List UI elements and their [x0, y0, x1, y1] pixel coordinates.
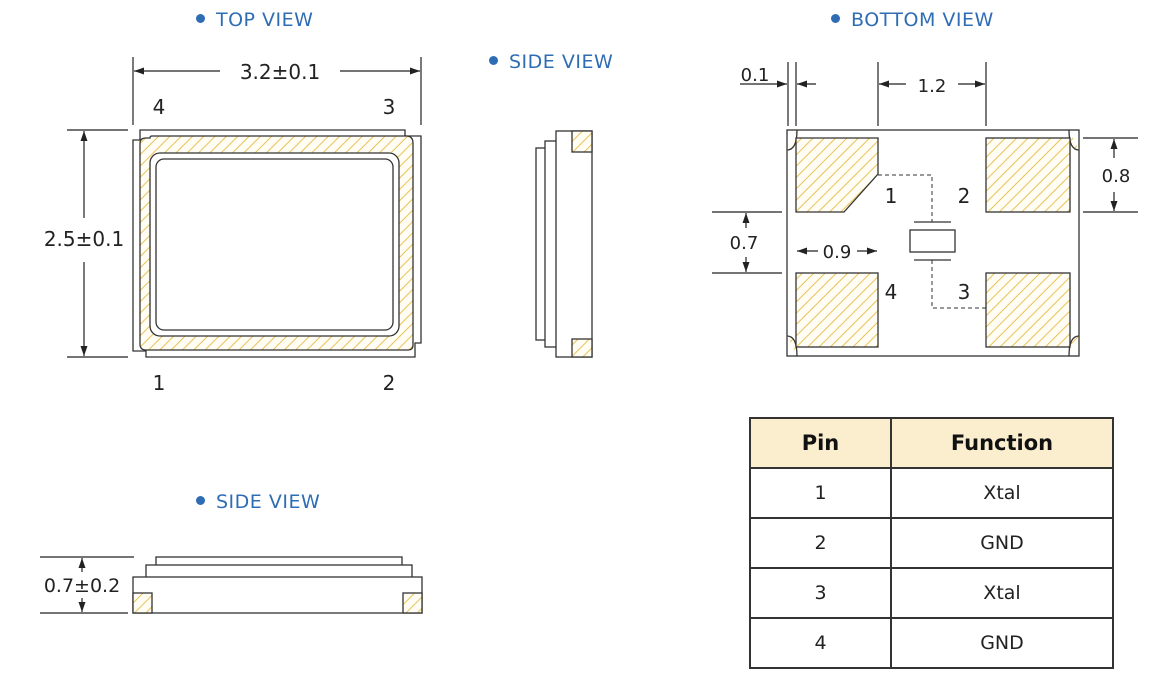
bottom-pin-4: 4: [885, 280, 898, 304]
side-thickness-label: 0.7±0.2: [44, 575, 120, 597]
crystal-symbol: [909, 229, 956, 253]
top-width-label: 3.2±0.1: [240, 60, 320, 84]
side-view-right: [535, 130, 593, 358]
bottom-view: [786, 129, 1080, 357]
bottom-gap-label: 0.7: [730, 233, 759, 254]
top-pin-2: 2: [383, 371, 396, 395]
bullet-icon: [489, 56, 498, 65]
table-row: 1 Xtal: [749, 467, 1114, 519]
function-cell: Xtal: [890, 567, 1114, 619]
top-height-label: 2.5±0.1: [44, 227, 124, 251]
top-height-dimension: [67, 129, 128, 358]
bottom-pad-1: [795, 137, 879, 213]
bullet-icon: [831, 14, 840, 23]
side-right-pad-top: [571, 130, 593, 153]
top-pin-3: 3: [383, 95, 396, 119]
bottom-pin-2: 2: [958, 184, 971, 208]
top-view: [132, 129, 422, 358]
top-pin-1: 1: [153, 371, 166, 395]
pin-cell: 2: [749, 517, 892, 569]
bottom-pin-1: 1: [885, 184, 898, 208]
top-view-title: TOP VIEW: [196, 9, 313, 31]
bottom-pad-width-label: 0.9: [823, 242, 852, 263]
table-header-row: Pin Function: [749, 417, 1114, 469]
bullet-icon: [196, 14, 205, 23]
bottom-dimensions: [712, 62, 1138, 274]
table-row: 4 GND: [749, 617, 1114, 669]
function-cell: Xtal: [890, 467, 1114, 519]
table-row: 2 GND: [749, 517, 1114, 569]
bottom-pad-3: [985, 272, 1071, 348]
header-pin: Pin: [749, 417, 892, 469]
pin-cell: 4: [749, 617, 892, 669]
side-view-title-bottom: SIDE VIEW: [196, 491, 320, 513]
bottom-view-title: BOTTOM VIEW: [831, 9, 994, 31]
side-view-bottom: [132, 556, 423, 614]
bottom-pad-4: [795, 272, 879, 348]
function-cell: GND: [890, 617, 1114, 669]
side-bottom-pad-left: [132, 592, 153, 614]
side-thickness-dimension: [40, 556, 134, 614]
pin-cell: 3: [749, 567, 892, 619]
function-cell: GND: [890, 517, 1114, 569]
bottom-pad-spacing-label: 1.2: [918, 76, 947, 97]
side-right-pad-bottom: [571, 338, 593, 358]
pin-function-table: Pin Function 1 Xtal 2 GND 3 Xtal 4 GND: [749, 417, 1114, 669]
side-view-title-right: SIDE VIEW: [489, 51, 613, 73]
side-bottom-pad-right: [402, 592, 423, 614]
top-pin-4: 4: [153, 95, 166, 119]
header-function: Function: [890, 417, 1114, 469]
bottom-pad-2: [985, 137, 1071, 213]
bottom-edge-label: 0.1: [741, 65, 770, 86]
pin-cell: 1: [749, 467, 892, 519]
top-width-dimension: [132, 57, 422, 125]
bullet-icon: [196, 496, 205, 505]
bottom-pad-height-label: 0.8: [1102, 166, 1131, 187]
table-row: 3 Xtal: [749, 567, 1114, 619]
bottom-pin-3: 3: [958, 280, 971, 304]
